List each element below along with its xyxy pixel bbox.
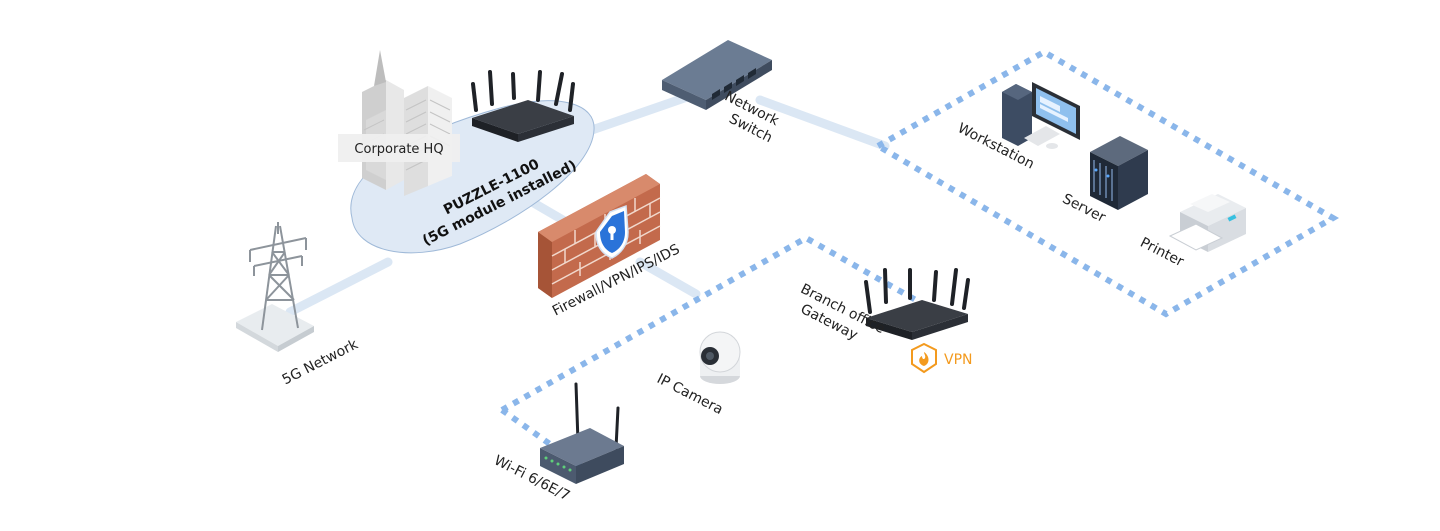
tower-icon [236,222,314,352]
network-switch-label: Network Switch [722,88,782,146]
vpn-flame-icon [911,342,937,374]
workstation-icon [1002,82,1080,149]
wifi-ap-icon [540,382,624,484]
corporate-hq-text: Corporate HQ [354,142,443,157]
firewall-icon [538,174,661,298]
branch-router-icon [864,268,970,340]
zone-branch [500,234,932,413]
vpn-badge: VPN [911,342,973,374]
router-icon [471,70,575,142]
vpn-label: VPN [944,352,973,368]
building-icon [362,50,452,196]
link-firewall-branch [635,257,701,299]
corporate-hq-label: Corporate HQ [338,134,460,162]
link-switch-lan [755,95,890,151]
zone-main-lan [871,48,1340,318]
link-tower-hq [285,257,393,317]
shield-icon [595,204,629,259]
branch-gateway-label: Branch office Gateway [798,281,887,344]
camera-icon [699,331,741,384]
server-icon [1090,136,1148,210]
printer-icon [1168,194,1246,252]
switch-icon [662,40,772,110]
